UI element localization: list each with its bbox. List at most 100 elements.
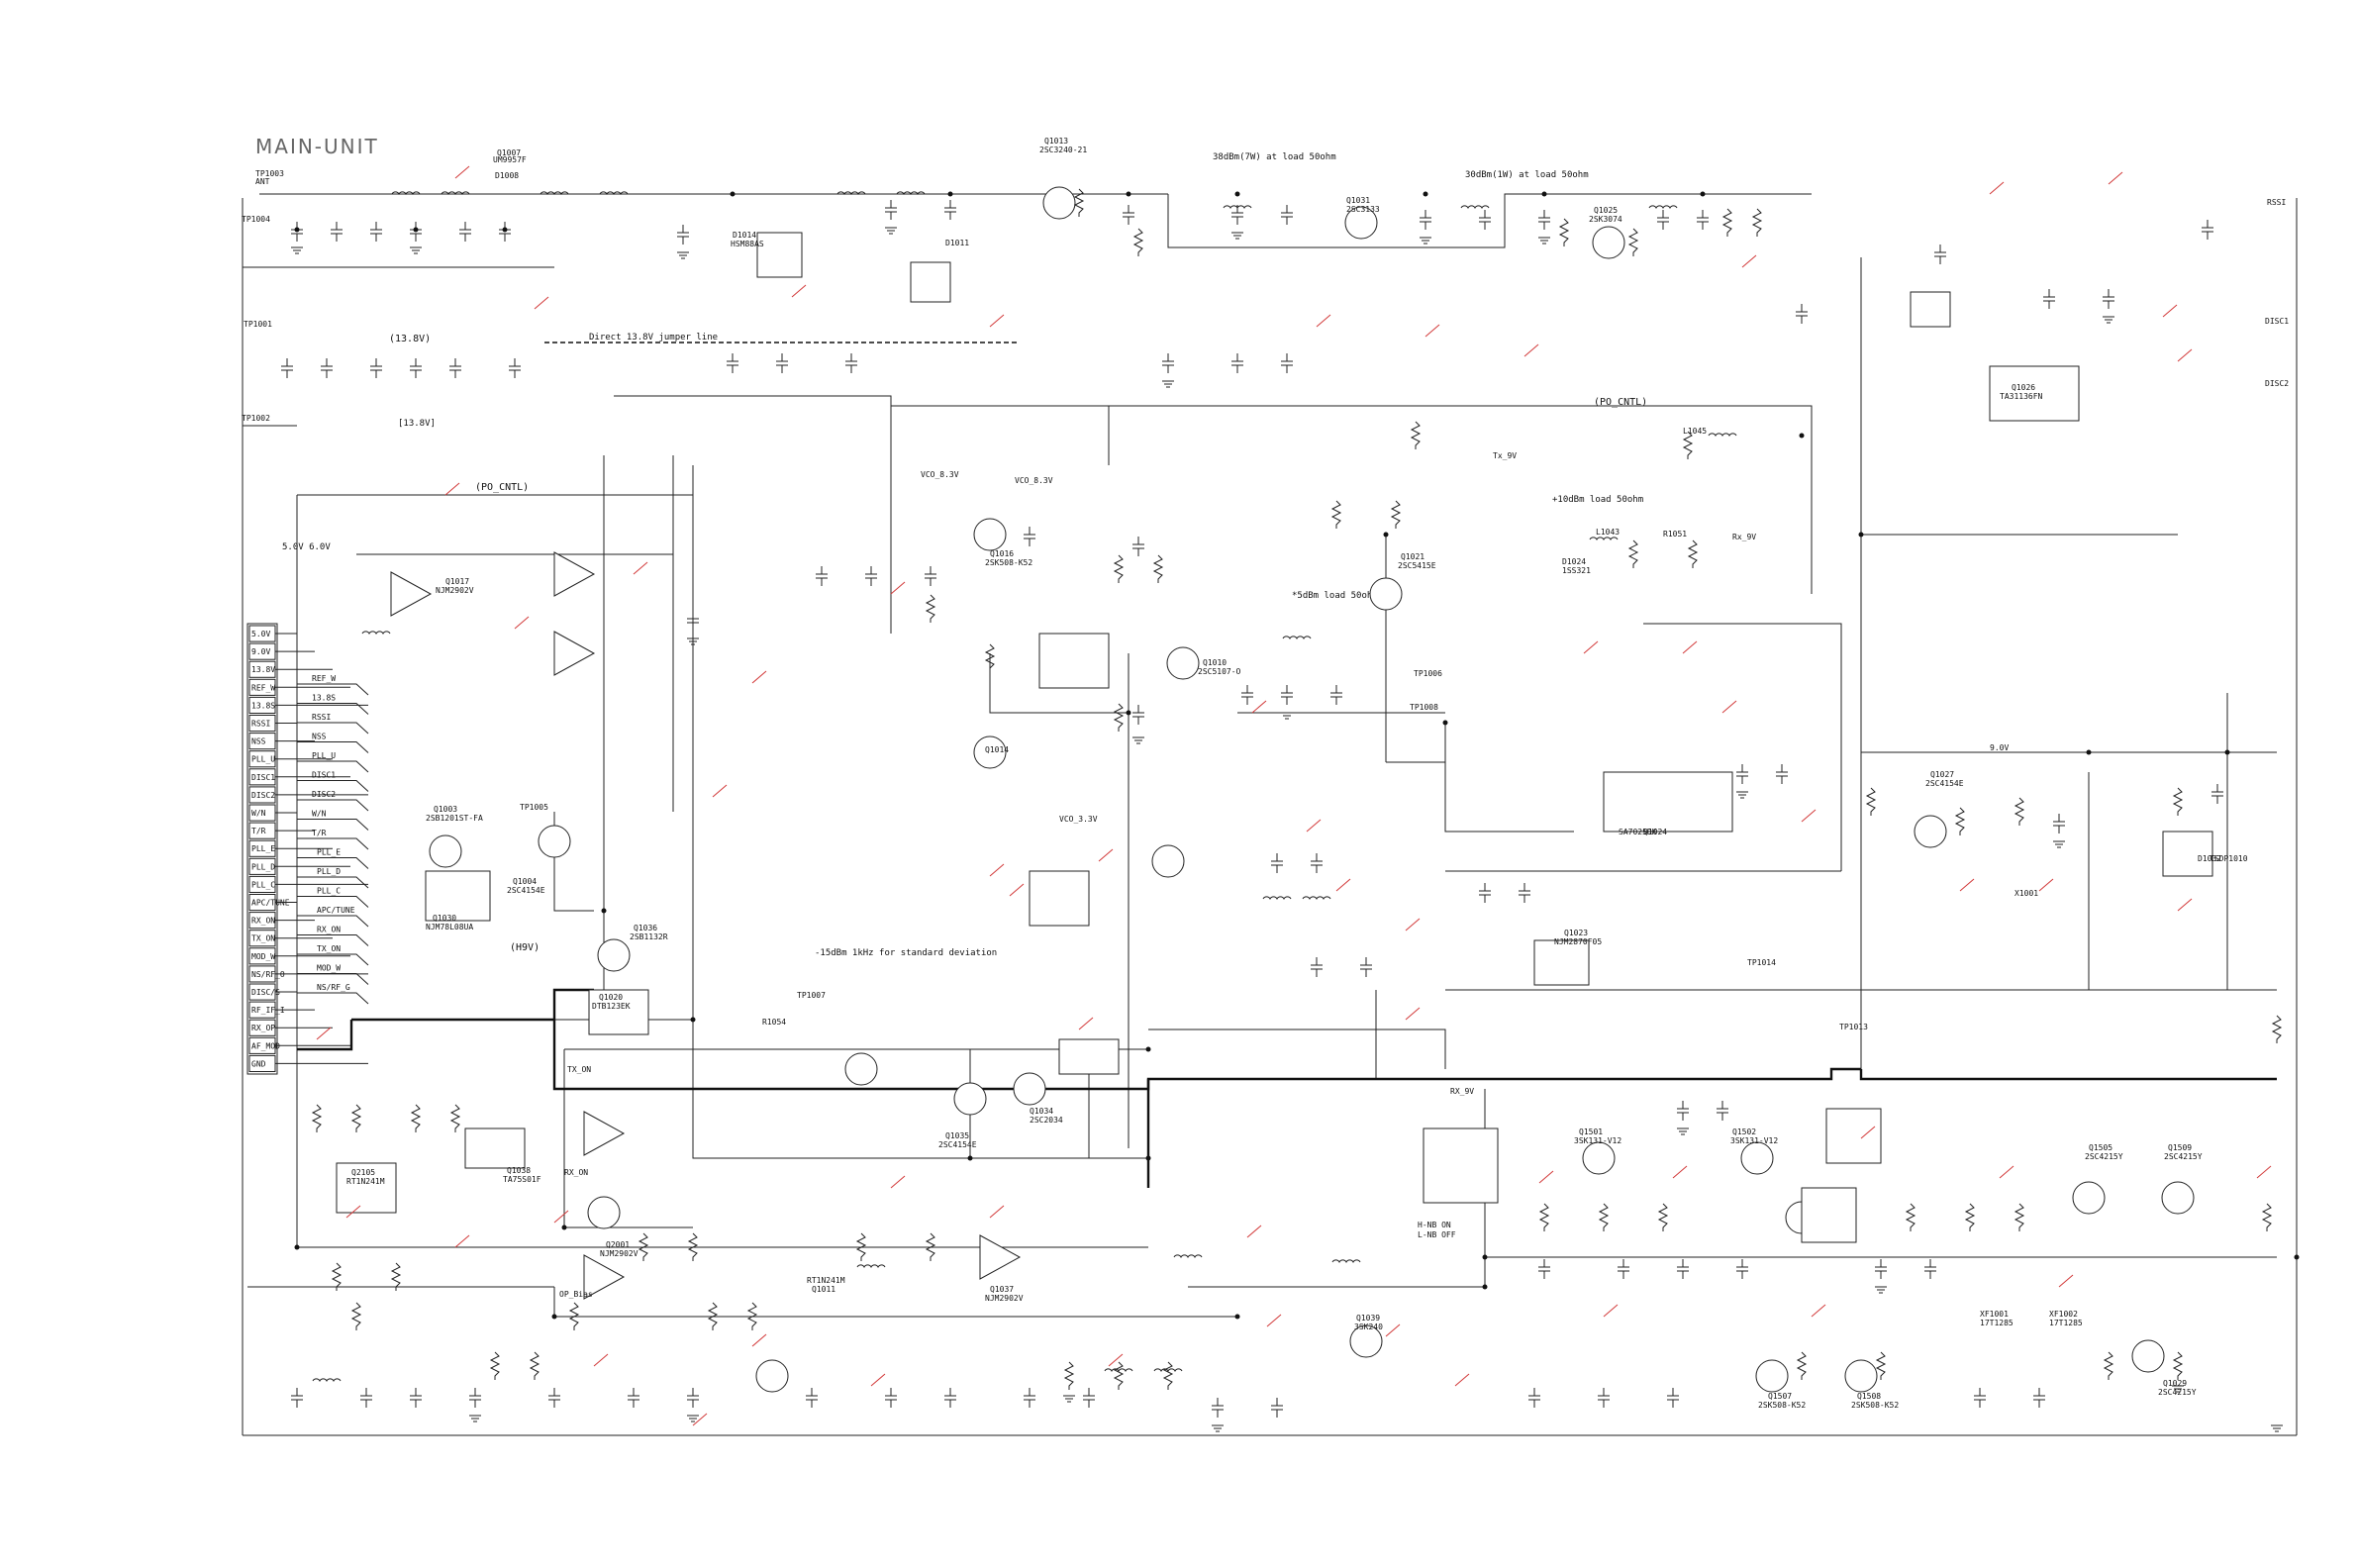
capacitor-symbol [885, 200, 897, 220]
label-q1501: Q1501 [1579, 1127, 1603, 1136]
label-r1054: R1054 [762, 1018, 786, 1027]
transistor-symbol [538, 825, 571, 858]
label-r1051: R1051 [1663, 530, 1687, 539]
capacitor-symbol [1618, 1259, 1629, 1279]
resistor-symbol [1682, 431, 1694, 459]
review-mark [1721, 700, 1737, 714]
label-q1036-type: 2SB1132R [630, 932, 668, 941]
label-q1016: Q1016 [990, 549, 1014, 558]
connector-pin-label: 5.0V [251, 630, 270, 638]
signal-wire [297, 992, 369, 1005]
label-q2105: Q2105 [351, 1168, 375, 1177]
ground-symbol [1132, 736, 1144, 744]
review-mark [989, 314, 1005, 328]
label-q1016-type: 2SK508-K52 [985, 558, 1032, 567]
ground-symbol [469, 1415, 481, 1422]
ground-symbol [1281, 712, 1293, 720]
inductor-symbol [1589, 537, 1619, 541]
transistor-symbol [973, 518, 1007, 551]
capacitor-symbol [1123, 205, 1134, 225]
op-amp-symbol [553, 631, 596, 676]
label-rail-5v6: 5.0V 6.0V [282, 542, 331, 552]
label-q1502-type: 3SK131-V12 [1730, 1136, 1778, 1145]
label-tp1008: TP1008 [1410, 703, 1438, 712]
connector-pin-label: REF_W [251, 683, 275, 692]
ic-symbol [756, 232, 803, 278]
review-mark [1538, 1170, 1554, 1184]
ground-symbol [1162, 380, 1174, 388]
junction-dot [1423, 191, 1428, 197]
resistor-symbol [984, 643, 996, 672]
connector-pin-label: NSS [251, 737, 266, 746]
label-q1501-type: 3SK131-V12 [1574, 1136, 1621, 1145]
review-mark [1811, 1304, 1826, 1318]
label-d1032: D1032 [2198, 854, 2221, 863]
capacitor-symbol [1281, 353, 1293, 373]
capacitor-symbol [410, 1388, 422, 1408]
inductor-symbol [1302, 896, 1331, 901]
connector-pin-label: 9.0V [251, 647, 270, 656]
label-q1027: Q1027 [1930, 770, 1954, 779]
resistor-symbol [2014, 797, 2025, 826]
resistor-symbol [1905, 1203, 1916, 1231]
transistor-symbol [1344, 206, 1378, 240]
label-q1023-type: NJM2870F05 [1554, 937, 1602, 946]
label-xf1001: XF1001 [1980, 1310, 2009, 1319]
ic-symbol [464, 1127, 526, 1169]
label-tp1003: TP1003 [255, 169, 284, 178]
label-rx9-sw: RX_9V [1450, 1087, 1474, 1096]
capacitor-symbol [360, 1388, 372, 1408]
label-l1043: L1043 [1596, 528, 1620, 537]
resistor-symbol [1627, 228, 1639, 256]
signal-label: PLL_E [317, 848, 341, 857]
resistor-symbol [1598, 1203, 1610, 1231]
review-mark [751, 1333, 767, 1347]
capacitor-symbol [469, 1388, 481, 1408]
capacitor-symbol [1212, 1398, 1224, 1418]
inductor-symbol [1331, 1259, 1361, 1264]
capacitor-symbol [1311, 853, 1323, 873]
transistor-symbol [1582, 1141, 1616, 1175]
resistor-symbol [1865, 787, 1877, 816]
junction-dot [551, 1314, 557, 1320]
signal-wire [297, 876, 369, 889]
capacitor-symbol [1776, 764, 1788, 784]
label-q1029-type: 2SC4215Y [2158, 1388, 2197, 1397]
ic-symbol [336, 1162, 397, 1214]
review-mark [1108, 1353, 1124, 1367]
ground-symbol [1538, 237, 1550, 245]
label-po-cntl-left: (PO_CNTL) [475, 482, 529, 493]
ground-symbol [1677, 1127, 1689, 1135]
connector-pin-label: PLL_E [251, 844, 275, 853]
label-rx-on: RX_ON [564, 1168, 588, 1177]
label-q1507-type: 2SK508-K52 [1758, 1401, 1806, 1410]
label-q1508-type: 2SK508-K52 [1851, 1401, 1899, 1410]
review-mark [1078, 1017, 1094, 1030]
junction-dot [1126, 710, 1131, 716]
label-q1003: Q1003 [434, 805, 457, 814]
capacitor-symbol [1271, 1398, 1283, 1418]
signal-label: T/R [312, 829, 327, 837]
resistor-symbol [311, 1104, 323, 1132]
signal-label: DISC1 [312, 771, 336, 780]
label-q1038: Q1038 [507, 1166, 531, 1175]
signal-label: 13.8S [312, 694, 336, 703]
capacitor-symbol [1024, 527, 1035, 546]
junction-dot [967, 1155, 973, 1161]
signal-label: W/N [312, 810, 327, 819]
label-q1013-type: 2SC3240-21 [1039, 146, 1087, 154]
junction-dot [1145, 1155, 1151, 1161]
label-q1026-type: TA31136FN [2000, 392, 2043, 401]
transistor-symbol [2072, 1181, 2106, 1215]
capacitor-symbol [1024, 1388, 1035, 1408]
label-vco-3v: VCO_3.3V [1059, 815, 1098, 824]
ic-symbol [1801, 1187, 1857, 1243]
review-mark [989, 863, 1005, 877]
resistor-symbol [1113, 703, 1125, 732]
review-mark [1603, 1304, 1619, 1318]
connector-pin-label: T/R [251, 827, 266, 835]
resistor-symbol [1875, 1351, 1887, 1380]
label-h-nb-on: H-NB ON [1418, 1221, 1451, 1229]
junction-dot [1145, 1046, 1151, 1052]
ic-symbol [425, 870, 491, 922]
